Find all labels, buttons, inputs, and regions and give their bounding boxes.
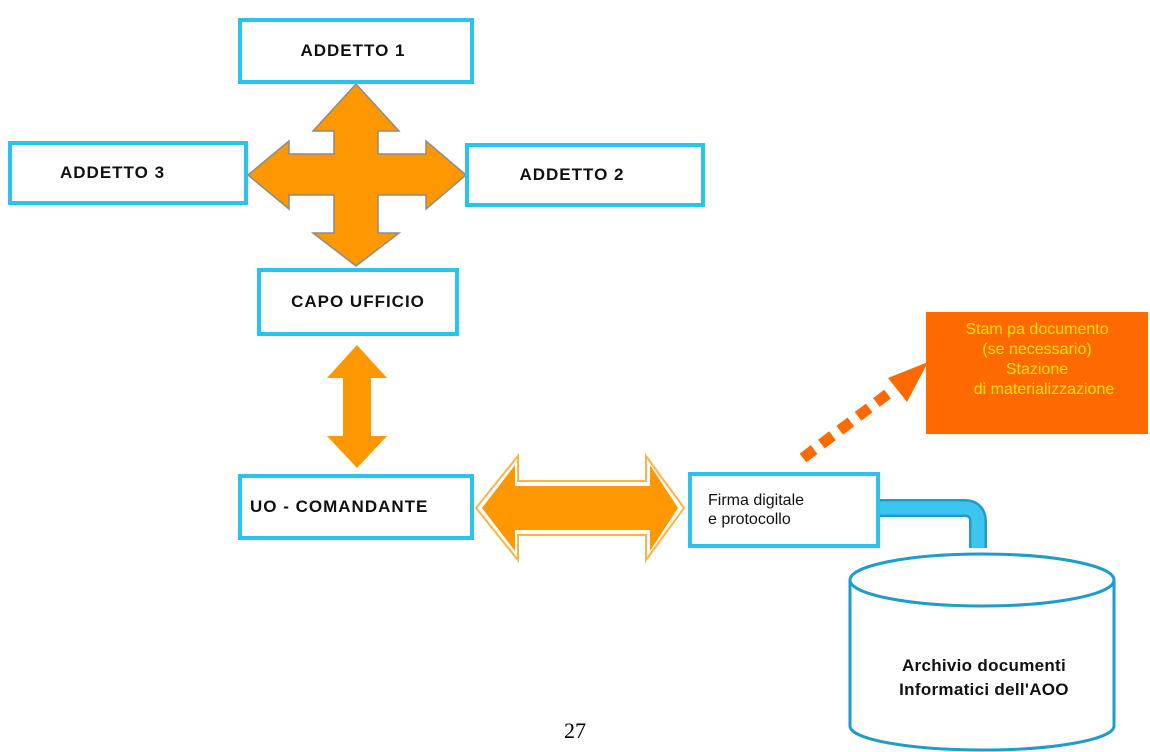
node-firma-line-1: Firma digitale [708,492,805,509]
archivio-line-1: Archivio documenti [901,656,1067,675]
capo-uo-arrow [327,345,387,468]
node-addetto-2: ADDETTO 2 [465,143,705,207]
stampa-line-4: di materializzazione [973,381,1115,398]
archivio-line-2: Informatici dell'AOO [899,680,1069,699]
archive-cylinder-top [848,552,1116,608]
node-firma-line-2: e protocollo [708,511,791,528]
uo-firma-arrow-outline [474,452,686,564]
stampa-line-1: Stam pa documento [965,321,1109,338]
page-number: 27 [564,718,586,743]
firma-stampa-arrowhead [888,362,928,402]
node-capo-ufficio-label: CAPO UFFICIO [291,292,425,311]
node-firma-protocollo: Firma digitale e protocollo [688,472,880,548]
node-stampa-documento: Stam pa documento (se necessario) Stazio… [926,312,1148,434]
firma-stampa-dashed-line [799,385,897,463]
node-archivio: Archivio documenti Informatici dell'AOO [858,654,1110,702]
uo-firma-arrow [482,465,678,551]
firma-archivio-pipe-fill [880,501,985,548]
node-addetto-3: ADDETTO 3 [8,141,248,205]
stampa-line-3: Stazione [1005,361,1069,378]
node-addetto-1-label: ADDETTO 1 [300,41,406,60]
node-addetto-3-label: ADDETTO 3 [60,163,166,182]
node-uo-comandante-label: UO - COMANDANTE [250,497,429,516]
node-addetto-1: ADDETTO 1 [238,18,474,84]
node-capo-ufficio: CAPO UFFICIO [257,268,459,336]
archive-cylinder-body [848,580,1116,752]
node-addetto-2-label: ADDETTO 2 [519,165,625,184]
four-way-arrow [246,82,468,267]
node-uo-comandante: UO - COMANDANTE [238,474,474,540]
stampa-line-2: (se necessario) [982,341,1092,358]
